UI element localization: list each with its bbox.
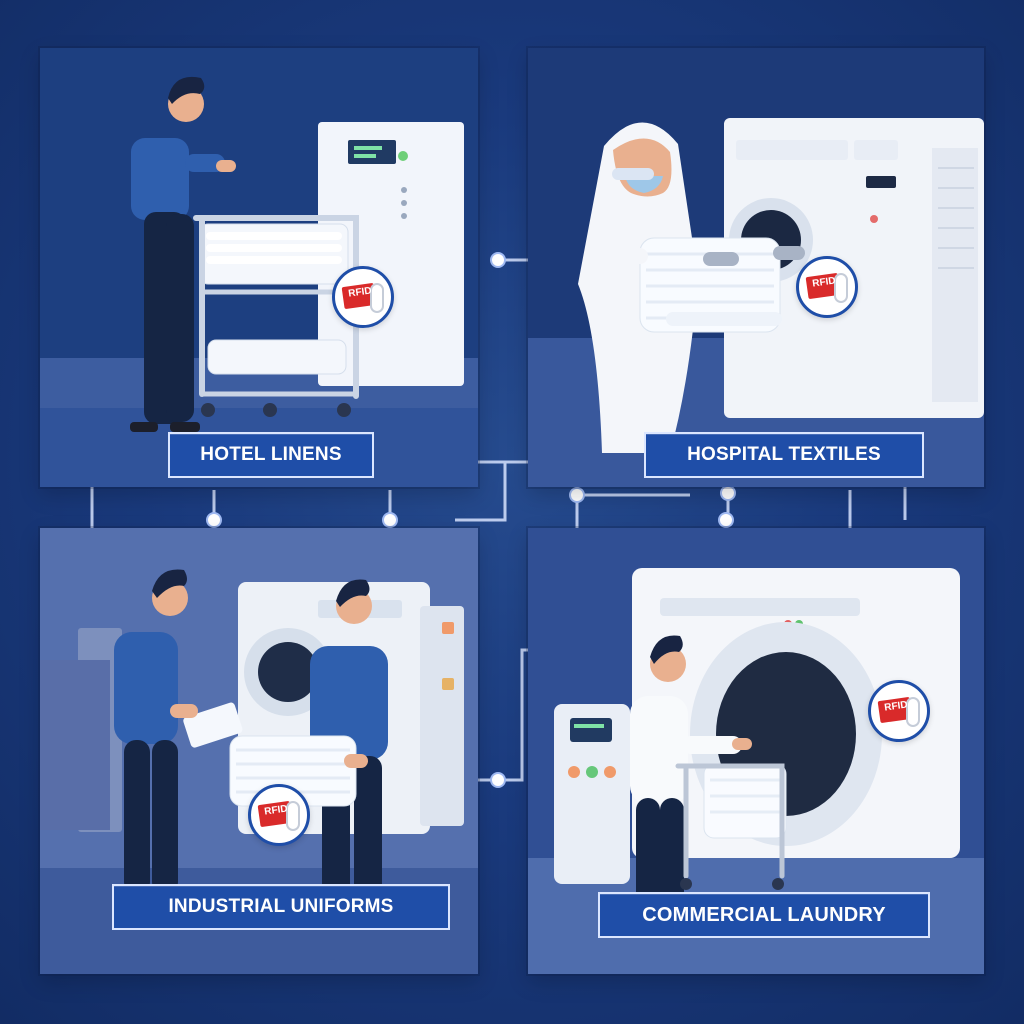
- hotel-linens-panel: RFID HOTEL LINENS: [40, 48, 478, 487]
- hotel-linens-illustration: [40, 48, 478, 487]
- hospital-textiles-panel: RFID HOSPITAL TEXTILES: [528, 48, 984, 487]
- industrial-rfid-badge: RFID: [248, 784, 310, 846]
- panel-title: HOSPITAL TEXTILES: [644, 432, 924, 478]
- commercial-laundry-panel: RFID COMMERCIAL LAUNDRY: [528, 528, 984, 974]
- rfid-chip-icon: [370, 283, 384, 313]
- rfid-chip-icon: [834, 273, 848, 303]
- industrial-uniforms-illustration: [40, 528, 478, 974]
- rfid-chip-icon: [906, 697, 920, 727]
- hospital-rfid-badge: RFID: [796, 256, 858, 318]
- panel-title: HOTEL LINENS: [168, 432, 374, 478]
- industrial-uniforms-panel: RFID INDUSTRIAL UNIFORMS: [40, 528, 478, 974]
- panel-title: INDUSTRIAL UNIFORMS: [112, 884, 450, 930]
- commercial-rfid-badge: RFID: [868, 680, 930, 742]
- rfid-chip-icon: [286, 801, 300, 831]
- hotel-rfid-badge: RFID: [332, 266, 394, 328]
- hospital-textiles-illustration: [528, 48, 984, 487]
- panel-title: COMMERCIAL LAUNDRY: [598, 892, 930, 938]
